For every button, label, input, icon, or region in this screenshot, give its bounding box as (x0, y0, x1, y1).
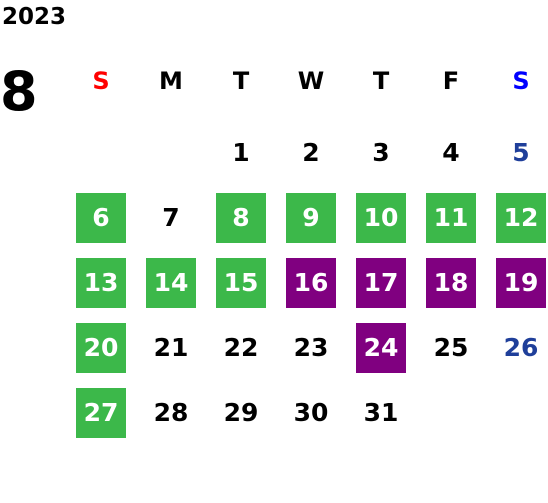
calendar-cell: 19 (486, 250, 548, 315)
weekday-monday: M (159, 67, 183, 95)
day-8[interactable]: 8 (216, 192, 266, 243)
day-27[interactable]: 27 (76, 387, 126, 438)
day-16[interactable]: 16 (286, 257, 336, 308)
day-30[interactable]: 30 (293, 398, 329, 427)
day-4[interactable]: 4 (442, 138, 460, 167)
empty-cell (136, 120, 206, 185)
day-25[interactable]: 25 (433, 333, 469, 362)
day-19[interactable]: 19 (496, 257, 546, 308)
day-23[interactable]: 23 (293, 333, 329, 362)
calendar-cell: 10 (346, 185, 416, 250)
day-1[interactable]: 1 (232, 138, 250, 167)
month-number: 8 (0, 60, 38, 123)
day-29[interactable]: 29 (223, 398, 259, 427)
calendar-cell: 24 (346, 315, 416, 380)
day-14[interactable]: 14 (146, 257, 196, 308)
weekday-header: S M T W T F S (66, 63, 546, 99)
calendar-cell: 30 (276, 380, 346, 445)
calendar-cell: 12 (486, 185, 548, 250)
calendar-cell: 1 (206, 120, 276, 185)
calendar-cell: 6 (66, 185, 136, 250)
calendar-cell: 7 (136, 185, 206, 250)
day-12[interactable]: 12 (496, 192, 546, 243)
calendar-cell: 14 (136, 250, 206, 315)
year-label: 2023 (2, 4, 67, 30)
day-9[interactable]: 9 (286, 192, 336, 243)
day-10[interactable]: 10 (356, 192, 406, 243)
calendar-cell: 2 (276, 120, 346, 185)
calendar-cell: 22 (206, 315, 276, 380)
calendar-cell: 28 (136, 380, 206, 445)
day-22[interactable]: 22 (223, 333, 259, 362)
calendar-cell: 18 (416, 250, 486, 315)
calendar-cell: 11 (416, 185, 486, 250)
calendar-cell: 3 (346, 120, 416, 185)
empty-cell (66, 120, 136, 185)
weekday-saturday: S (512, 67, 530, 95)
day-20[interactable]: 20 (76, 322, 126, 373)
day-7[interactable]: 7 (162, 203, 180, 232)
day-31[interactable]: 31 (363, 398, 399, 427)
calendar-cell: 20 (66, 315, 136, 380)
day-6[interactable]: 6 (76, 192, 126, 243)
day-24[interactable]: 24 (356, 322, 406, 373)
calendar-cell: 9 (276, 185, 346, 250)
day-11[interactable]: 11 (426, 192, 476, 243)
day-5[interactable]: 5 (512, 138, 530, 167)
weekday-tuesday: T (232, 67, 250, 95)
calendar-cell: 29 (206, 380, 276, 445)
day-18[interactable]: 18 (426, 257, 476, 308)
calendar-cell: 8 (206, 185, 276, 250)
weekday-friday: F (442, 67, 460, 95)
calendar-cell: 5 (486, 120, 548, 185)
day-21[interactable]: 21 (153, 333, 189, 362)
day-3[interactable]: 3 (372, 138, 390, 167)
day-28[interactable]: 28 (153, 398, 189, 427)
calendar-cell: 23 (276, 315, 346, 380)
calendar-cell: 13 (66, 250, 136, 315)
calendar-cell: 21 (136, 315, 206, 380)
calendar-cell: 17 (346, 250, 416, 315)
day-17[interactable]: 17 (356, 257, 406, 308)
day-26[interactable]: 26 (503, 333, 539, 362)
weekday-thursday: T (372, 67, 390, 95)
day-15[interactable]: 15 (216, 257, 266, 308)
calendar-cell: 31 (346, 380, 416, 445)
day-2[interactable]: 2 (302, 138, 320, 167)
calendar-cell: 16 (276, 250, 346, 315)
calendar-cell: 15 (206, 250, 276, 315)
calendar-cell: 4 (416, 120, 486, 185)
day-13[interactable]: 13 (76, 257, 126, 308)
weekday-sunday: S (92, 67, 110, 95)
weekday-wednesday: W (297, 67, 325, 95)
calendar-cell: 25 (416, 315, 486, 380)
calendar-cell: 26 (486, 315, 548, 380)
calendar-cell: 27 (66, 380, 136, 445)
